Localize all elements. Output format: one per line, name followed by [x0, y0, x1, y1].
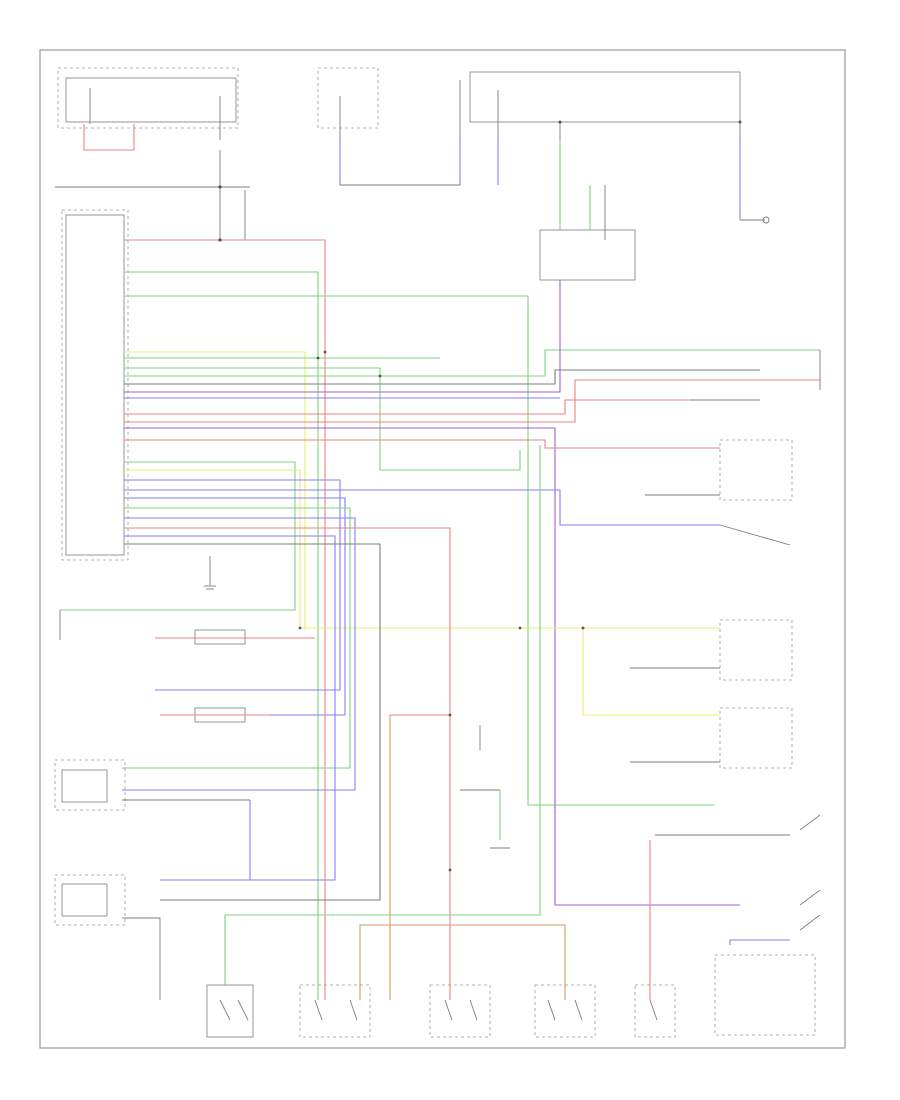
relay-center-right	[539, 185, 636, 281]
bottom-right-unit	[714, 914, 821, 1036]
wire-bundle-upper	[124, 239, 820, 1000]
right-switch-1	[690, 350, 821, 401]
fuse-block-top-left	[57, 67, 239, 151]
lamp-top-right	[740, 216, 770, 224]
relay-box-top-right	[459, 71, 742, 230]
door-lock-actuator-right	[54, 759, 251, 880]
diagram-frame	[39, 49, 846, 1049]
right-door-switch-front	[645, 439, 793, 546]
control-unit-main	[55, 150, 250, 561]
fuse-block-top-center	[317, 67, 460, 186]
left-switch-group	[59, 610, 315, 723]
right-door-switch-rear	[582, 619, 793, 769]
door-lock-actuator-left	[54, 874, 161, 1000]
right-switch-lower	[655, 814, 821, 906]
wire-bundle-lower	[60, 461, 720, 1000]
bottom-switch-row	[206, 984, 676, 1038]
center-relay-group	[224, 445, 651, 1000]
ground-symbol-left	[204, 556, 216, 590]
wire-red-loop	[83, 124, 135, 151]
junction-dots	[218, 185, 585, 872]
